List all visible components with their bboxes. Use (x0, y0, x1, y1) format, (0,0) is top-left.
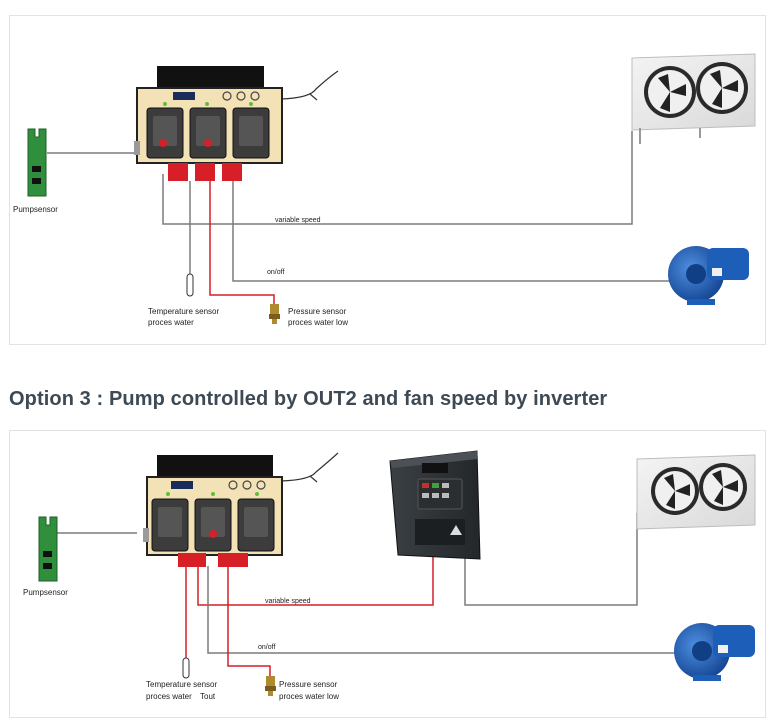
variable-speed-label: variable speed (275, 217, 321, 224)
wiring-diagram-1: Pumpsensor (13, 53, 756, 327)
wire-on-off (207, 566, 675, 654)
wiring-diagram-2: Pumpsensor (23, 450, 756, 701)
pressure-sensor-icon (269, 304, 280, 324)
wire-variable-speed (162, 131, 633, 225)
dry-cooler-icon (631, 53, 756, 144)
dry-cooler-icon (636, 454, 756, 530)
temperature-sensor-label-line1: Temperature sensor (146, 680, 217, 689)
temperature-sensor-icon (182, 657, 190, 679)
pumpsensor-board-icon (27, 128, 47, 197)
wire-pressure-sensor (209, 181, 275, 304)
on-off-label: on/off (267, 269, 284, 276)
pressure-sensor-label-line2: proces water low (288, 318, 348, 327)
pressure-sensor-icon (265, 676, 276, 696)
wire-inverter-to-cooler (464, 513, 638, 606)
pumpsensor-board-icon (38, 516, 58, 582)
pressure-sensor-label-line1: Pressure sensor (279, 680, 338, 689)
temperature-sensor-label-line2: proces water (146, 692, 192, 701)
pressure-sensor-label-line2: proces water low (279, 692, 339, 701)
inverter-icon (389, 450, 481, 560)
centrifugal-pump-icon (668, 246, 749, 305)
pumpsensor-label: Pumpsensor (13, 205, 58, 214)
controller-unit (134, 66, 283, 181)
centrifugal-pump-icon (674, 623, 755, 681)
diagram-panel-2: Pumpsensor (9, 430, 766, 718)
wire-power-plug (309, 475, 318, 483)
section-title: Option 3 : Pump controlled by OUT2 and f… (9, 388, 608, 410)
pumpsensor-label: Pumpsensor (23, 588, 68, 597)
wire-power-cable (280, 452, 339, 482)
wire-power-plug (309, 93, 318, 101)
temperature-sensor-tag: Tout (200, 692, 216, 701)
diagram-panel-1: Pumpsensor (9, 15, 766, 345)
temperature-sensor-icon (186, 273, 194, 297)
controller-unit (143, 455, 283, 567)
pressure-sensor-label-line1: Pressure sensor (288, 307, 347, 316)
wire-pressure-sensor (227, 566, 271, 676)
temperature-sensor-label-line1: Temperature sensor (148, 307, 219, 316)
on-off-label: on/off (258, 644, 275, 651)
temperature-sensor-label-line2: proces water (148, 318, 194, 327)
wire-on-off (232, 181, 670, 282)
wire-power-cable (280, 70, 339, 100)
variable-speed-label: variable speed (265, 598, 311, 605)
wire-variable-speed (197, 551, 434, 606)
